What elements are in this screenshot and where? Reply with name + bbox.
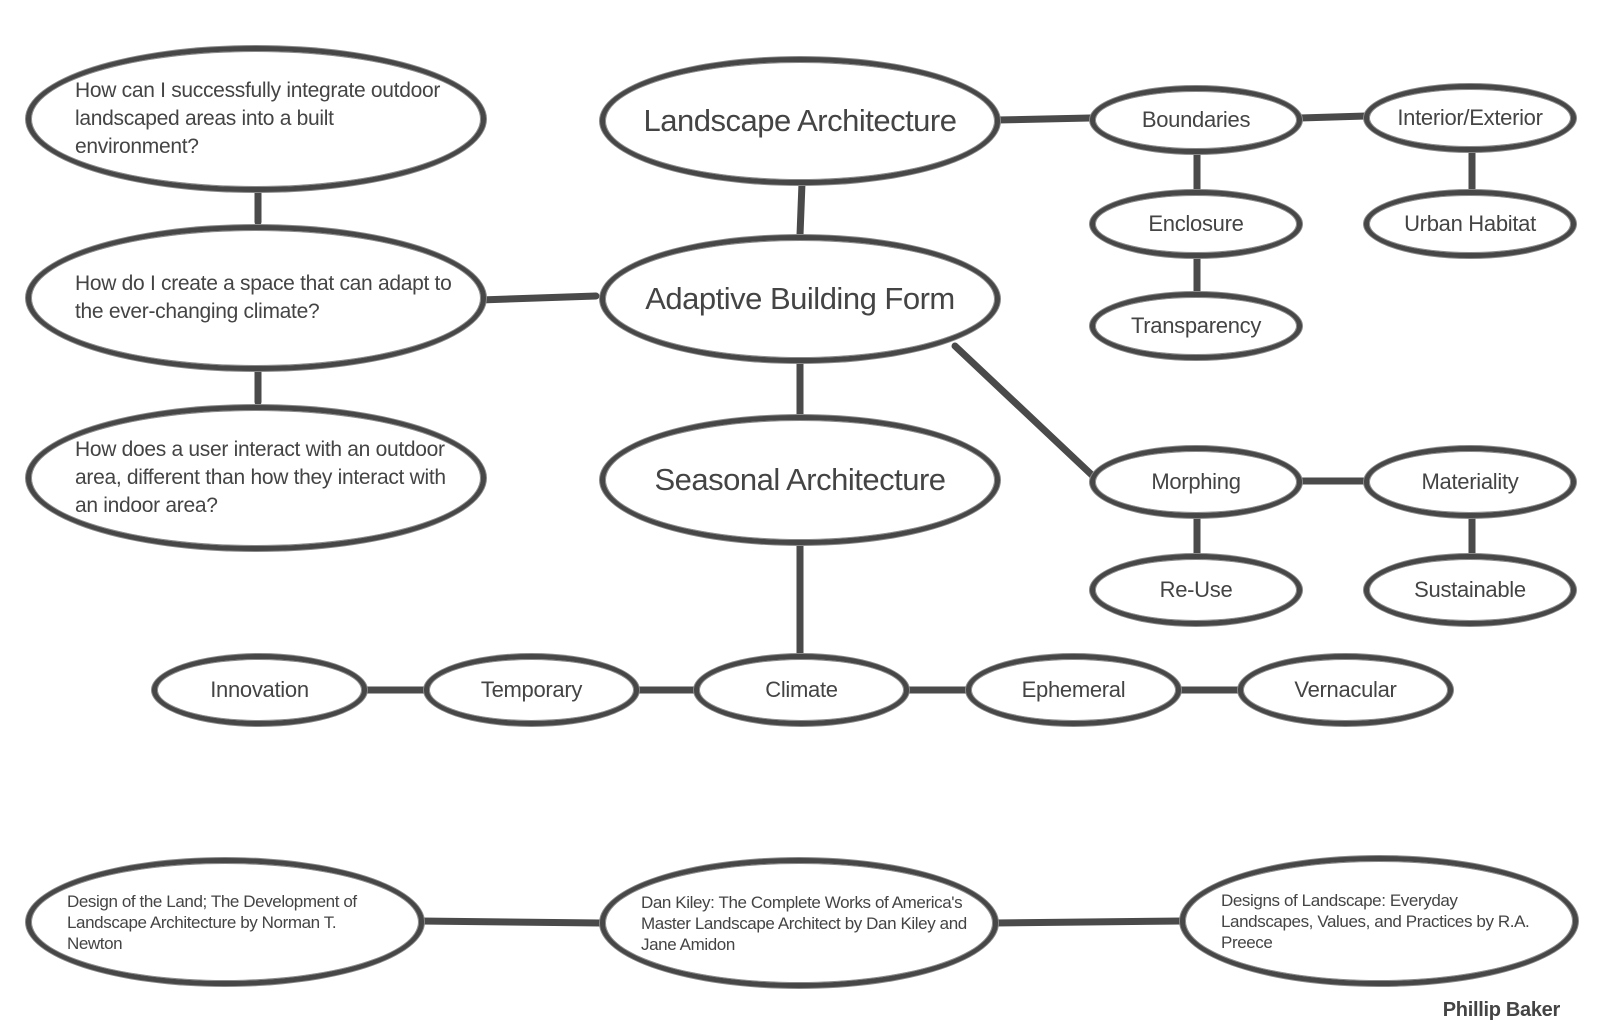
edge-q2-adaptive: [476, 292, 600, 304]
ephemeral-label: Ephemeral: [1021, 677, 1126, 702]
landscape-architecture-label: Landscape Architecture: [643, 103, 958, 138]
seasonal-architecture-label: Seasonal Architecture: [654, 462, 946, 497]
vernacular-label: Vernacular: [1294, 677, 1397, 702]
climate-node: Climate: [694, 654, 909, 726]
reference-kiley-node: Dan Kiley: The Complete Works of America…: [600, 858, 998, 988]
morphing-node: Morphing: [1090, 446, 1302, 518]
question-interact-node: How does a user interact with an outdoor…: [26, 405, 486, 551]
climate-label: Climate: [765, 677, 838, 702]
question-adapt-text: How do I create a space that can adapt t…: [75, 272, 452, 323]
materiality-label: Materiality: [1421, 469, 1519, 494]
author-name: Phillip Baker: [1442, 999, 1561, 1021]
morphing-label: Morphing: [1151, 469, 1241, 494]
transparency-label: Transparency: [1130, 313, 1262, 338]
urban-habitat-label: Urban Habitat: [1404, 211, 1536, 236]
reference-preece-node: Designs of Landscape: Everyday Landscape…: [1180, 856, 1578, 986]
interior-exterior-label: Interior/Exterior: [1397, 105, 1543, 130]
question-adapt-node: How do I create a space that can adapt t…: [26, 225, 486, 371]
edge-landscape-adaptive: [796, 179, 806, 239]
adaptive-building-form-label: Adaptive Building Form: [645, 281, 955, 316]
sustainable-node: Sustainable: [1364, 554, 1576, 626]
temporary-label: Temporary: [480, 677, 583, 702]
edge-ref2-ref3: [991, 917, 1187, 927]
question-integrate-text: How can I successfully integrate outdoor…: [75, 79, 441, 158]
edge-landscape-boundaries: [993, 114, 1094, 124]
boundaries-node: Boundaries: [1090, 86, 1302, 154]
landscape-architecture-node: Landscape Architecture: [600, 57, 1000, 185]
temporary-node: Temporary: [424, 654, 639, 726]
reference-preece-text: Designs of Landscape: Everyday Landscape…: [1221, 890, 1530, 952]
reference-newton-text: Design of the Land; The Development of L…: [67, 891, 357, 953]
sustainable-label: Sustainable: [1414, 577, 1526, 602]
re-use-label: Re-Use: [1159, 577, 1233, 602]
urban-habitat-node: Urban Habitat: [1364, 190, 1576, 258]
reference-newton-node: Design of the Land; The Development of L…: [26, 858, 424, 986]
interior-exterior-node: Interior/Exterior: [1364, 84, 1576, 152]
ephemeral-node: Ephemeral: [966, 654, 1181, 726]
question-interact-text: How does a user interact with an outdoor…: [75, 438, 446, 517]
reference-kiley-text: Dan Kiley: The Complete Works of America…: [641, 892, 967, 954]
boundaries-label: Boundaries: [1141, 107, 1251, 132]
vernacular-node: Vernacular: [1238, 654, 1453, 726]
enclosure-node: Enclosure: [1090, 190, 1302, 258]
enclosure-label: Enclosure: [1148, 211, 1244, 236]
adaptive-building-form-node: Adaptive Building Form: [600, 235, 1000, 363]
re-use-node: Re-Use: [1090, 554, 1302, 626]
question-integrate-node: How can I successfully integrate outdoor…: [26, 46, 486, 192]
edge-adaptive-morphing: [951, 342, 1098, 481]
transparency-node: Transparency: [1090, 292, 1302, 360]
edge-ref1-ref2: [416, 917, 604, 927]
innovation-label: Innovation: [210, 677, 309, 702]
innovation-node: Innovation: [152, 654, 367, 726]
seasonal-architecture-node: Seasonal Architecture: [600, 415, 1000, 545]
materiality-node: Materiality: [1364, 446, 1576, 518]
edge-boundaries-interior: [1296, 112, 1370, 122]
